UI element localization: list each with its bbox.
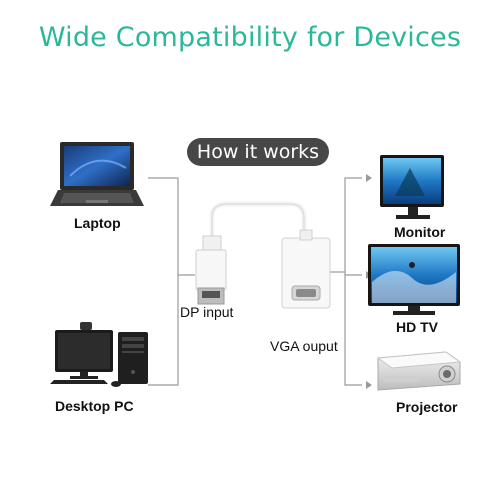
how-it-works-badge: How it works <box>187 138 329 166</box>
laptop-icon <box>50 142 144 206</box>
monitor-icon <box>380 155 444 219</box>
dp-input-label: DP input <box>180 304 234 320</box>
adapter-cable-icon <box>195 201 331 309</box>
laptop-label: Laptop <box>74 215 121 231</box>
arrow-to-monitor-icon <box>366 174 372 182</box>
hd-tv-label: HD TV <box>396 319 438 335</box>
desktop-pc-label: Desktop PC <box>55 398 134 414</box>
monitor-label: Monitor <box>394 224 446 240</box>
vga-output-label: VGA ouput <box>270 338 338 354</box>
page-title: Wide Compatibility for Devices <box>38 22 462 53</box>
desktop-pc-icon <box>50 322 148 387</box>
hd-tv-icon <box>368 244 460 315</box>
projector-label: Projector <box>396 399 458 415</box>
arrow-to-projector-icon <box>366 381 372 389</box>
connector-lines <box>148 177 362 386</box>
projector-icon <box>376 351 462 391</box>
